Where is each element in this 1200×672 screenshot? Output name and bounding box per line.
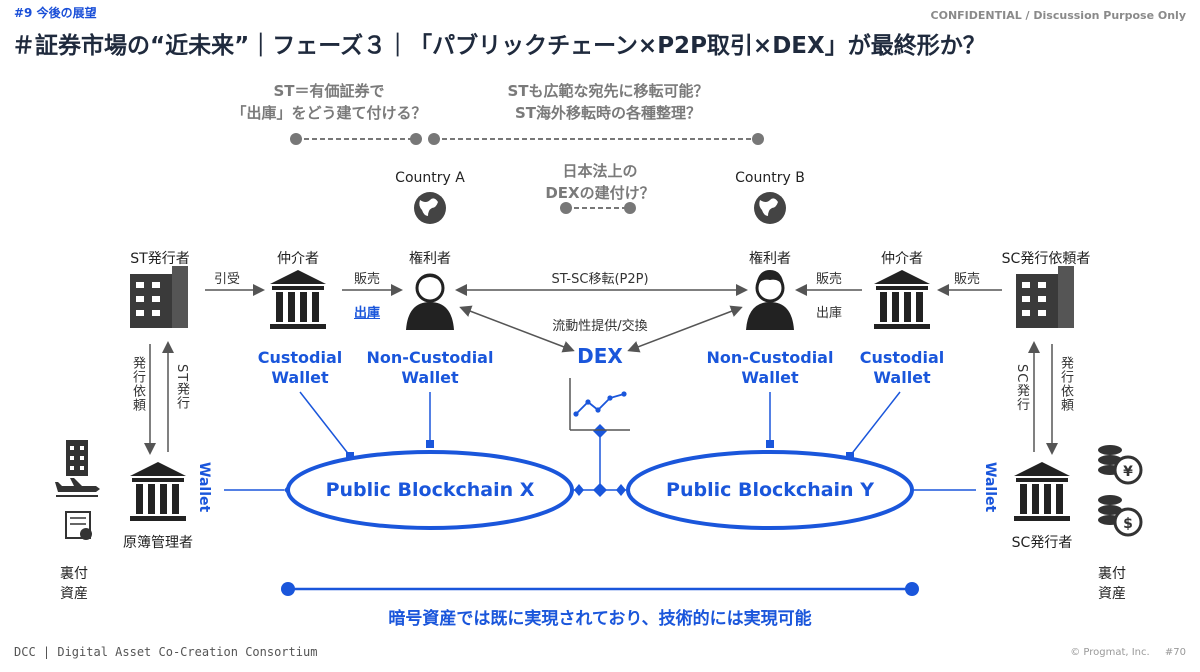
question-3: 日本法上の DEXの建付け？ [545, 162, 655, 202]
sc-issuer-label: SC発行者 [1011, 535, 1073, 551]
country-b-label: Country B [735, 170, 805, 186]
intermediary-left-label: 仲介者 [277, 251, 319, 267]
globe-icon-country-a [414, 192, 446, 224]
dex-chart-icon [569, 378, 630, 431]
st-issuer-label: ST発行者 [130, 251, 190, 267]
page-number: #70 [1164, 647, 1186, 658]
dex-label: DEX [577, 344, 623, 368]
intermediary-left-bank-icon [270, 270, 326, 329]
yen-coin-icon: ¥ [1098, 445, 1143, 485]
flow-hanbai-right-1: 販売 [816, 272, 843, 287]
svg-text:¥: ¥ [1123, 464, 1133, 480]
flow-shukko-right: 出庫 [816, 306, 843, 321]
globe-icon-country-b [754, 192, 786, 224]
page-title: ＃証券市場の“近未来”｜フェーズ３｜「パブリックチェーン×P2P取引×DEX」が… [12, 33, 986, 59]
sc-requester-building-icon [1016, 266, 1074, 328]
document-stamp-icon [65, 511, 92, 540]
custodial-wallet-right-label: Custodial Wallet [859, 348, 945, 387]
intermediary-right-label: 仲介者 [881, 251, 923, 267]
noncustodial-wallet-left-label: Non-Custodial Wallet [366, 348, 494, 387]
arrow-dex-right [627, 305, 743, 353]
flow-shukko-left: 出庫 [354, 306, 381, 321]
underlying-assets-left: 裏付 資産 [60, 566, 88, 602]
flow-st-sc-transfer: ST-SC移転(P2P) [551, 272, 649, 287]
registry-manager-bank-icon [130, 462, 186, 521]
bottom-bar [281, 582, 919, 596]
airplane-icon [55, 478, 100, 497]
noncustodial-wallet-right-label: Non-Custodial Wallet [706, 348, 834, 387]
blockchain-x-label: Public Blockchain X [325, 479, 535, 501]
question-timeline-1 [290, 133, 422, 145]
confidential-label: CONFIDENTIAL / Discussion Purpose Only [930, 9, 1186, 22]
registry-manager-label: 原簿管理者 [123, 535, 193, 551]
connector-custodial-left [299, 391, 351, 457]
flow-hikiuke: 引受 [214, 272, 241, 287]
flow-hanbai-right-2: 販売 [954, 272, 981, 287]
intermediary-right-bank-icon [874, 270, 930, 329]
question-2: STも広範な宛先に移転可能？ ST海外移転時の各種整理？ [507, 82, 709, 122]
bottom-message: 暗号資産では既に実現されており、技術的には実現可能 [388, 609, 812, 629]
sc-issuer-bank-icon [1014, 462, 1070, 521]
copyright: © Progmat, Inc. [1070, 647, 1150, 658]
footer-right: © Progmat, Inc. #70 [1070, 647, 1186, 658]
underlying-assets-right: 裏付 資産 [1098, 566, 1126, 602]
section-tag: #9 今後の展望 [14, 6, 97, 20]
arrow-dex-left [459, 305, 575, 353]
country-a-label: Country A [395, 170, 465, 186]
blockchain-x-ellipse [286, 450, 574, 530]
sc-requester-label: SC発行依頼者 [1001, 251, 1091, 267]
rights-holder-left-label: 権利者 [409, 251, 451, 267]
svg-text:$: $ [1123, 516, 1133, 532]
dollar-coin-icon: $ [1098, 495, 1143, 537]
connector-custodial-right [849, 391, 901, 457]
flow-right-request: 発行依頼 [1058, 356, 1073, 412]
flow-liquidity: 流動性提供/交換 [552, 319, 648, 334]
question-timeline-3 [560, 202, 636, 214]
flow-left-request: 発行依頼 [130, 356, 145, 412]
st-issuer-building-icon [130, 266, 188, 328]
blockchain-y-label: Public Blockchain Y [666, 479, 874, 501]
question-timeline-2 [428, 133, 764, 145]
wallet-left-label: Wallet [196, 462, 212, 513]
footer-org: DCC | Digital Asset Co-Creation Consorti… [14, 645, 318, 659]
question-1: ST＝有価証券で 「出庫」をどう建て付ける？ [231, 82, 427, 122]
office-building-icon [66, 440, 88, 476]
flow-left-st-issue: ST発行 [174, 364, 189, 411]
rights-holder-right-label: 権利者 [749, 251, 791, 267]
rights-holder-left-person-icon [406, 273, 454, 330]
custodial-wallet-left-label: Custodial Wallet [257, 348, 343, 387]
flow-hanbai-left: 販売 [354, 272, 381, 287]
blockchain-y-ellipse [626, 450, 914, 530]
flow-right-sc-issue: SC発行 [1014, 364, 1029, 412]
wallet-right-label: Wallet [982, 462, 998, 513]
rights-holder-right-person-icon [746, 270, 794, 330]
